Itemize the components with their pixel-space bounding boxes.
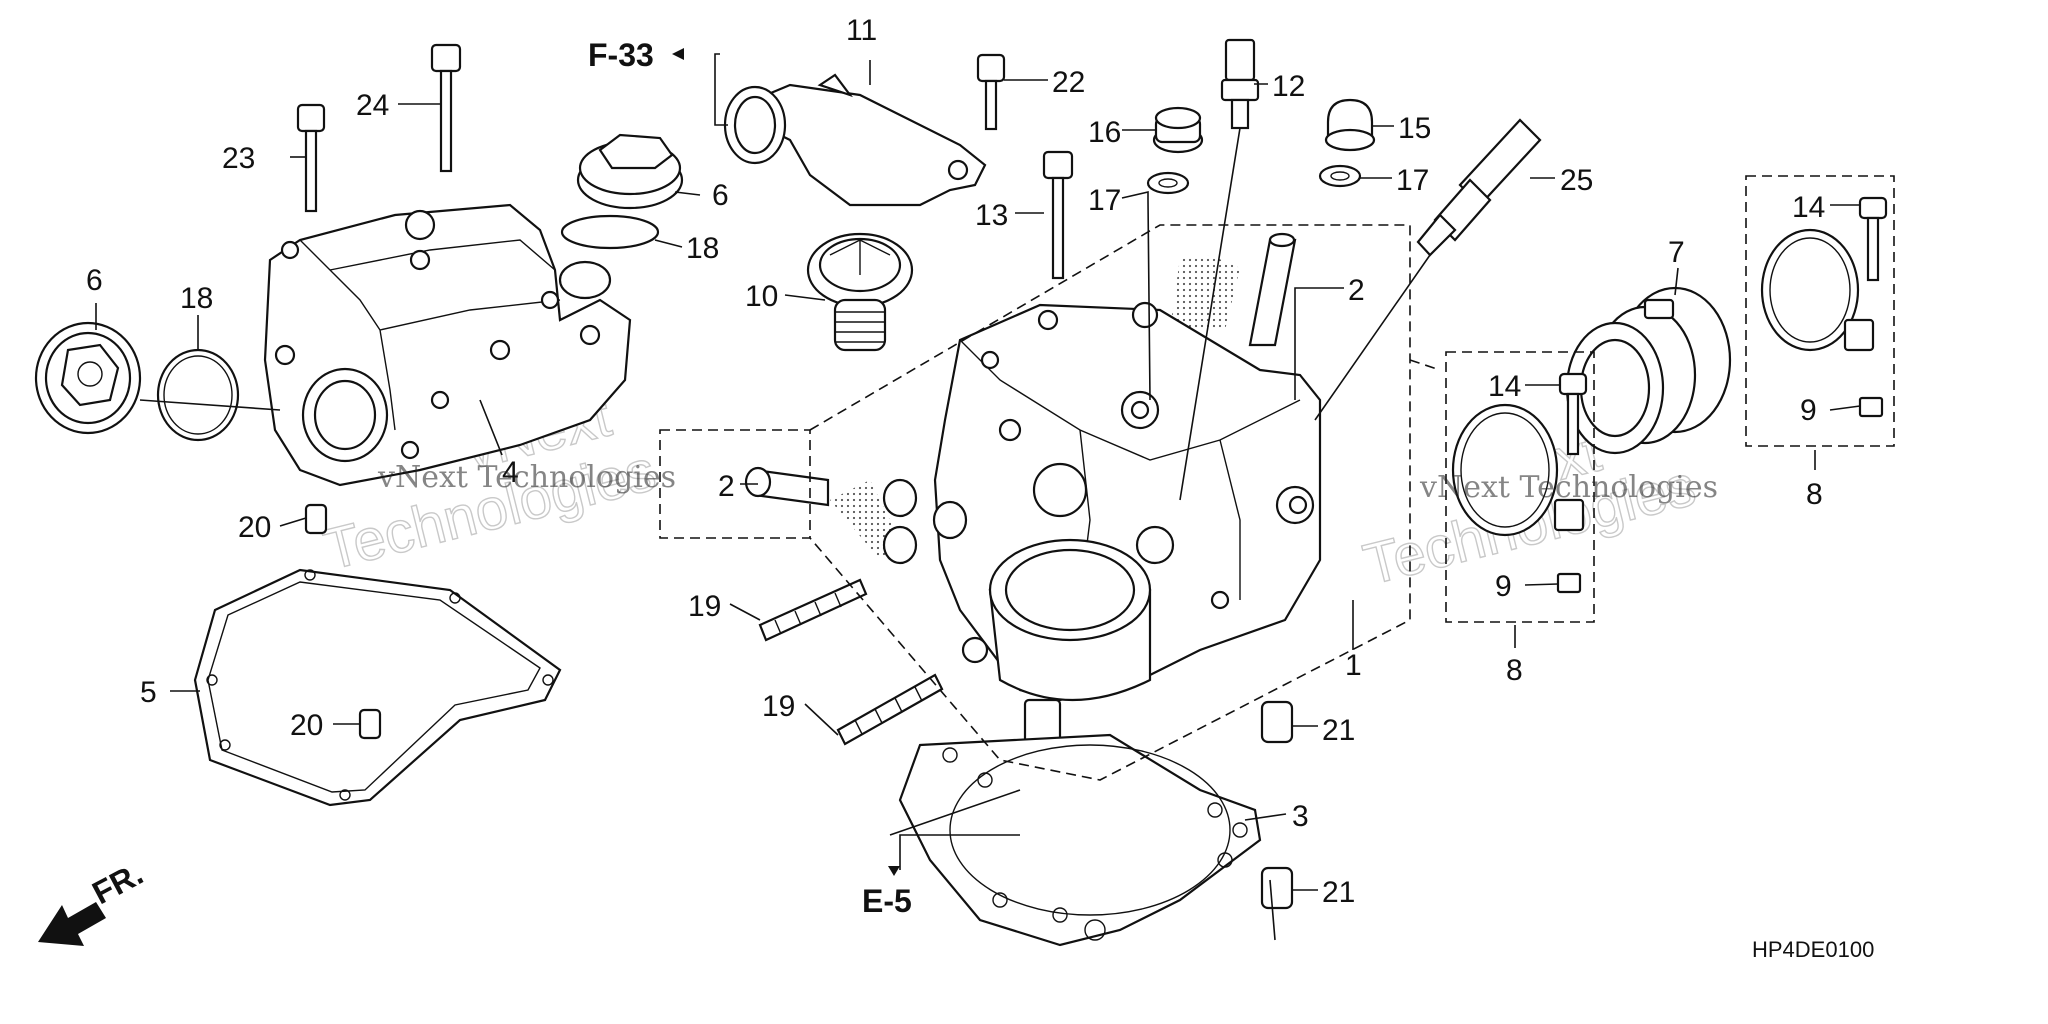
screw-14b	[1558, 372, 1588, 456]
watermark-text: vNext Technologies	[1419, 470, 1718, 505]
callout-19: 19	[688, 590, 721, 623]
cap-nut-15	[1324, 98, 1376, 152]
callout-8: 8	[1506, 654, 1523, 687]
stud-bolt-19b	[836, 673, 944, 746]
cylinder-head-gasket	[898, 733, 1262, 947]
cylinder-head-cover	[263, 203, 632, 487]
washer-17b	[1318, 164, 1362, 188]
reference-label-top: F-33	[588, 37, 654, 73]
diagram-code: HP4DE0100	[1752, 937, 1874, 962]
callout-21: 21	[1322, 714, 1355, 747]
callout-21: 21	[1322, 876, 1355, 909]
screw-14a	[1858, 196, 1888, 282]
nut-16	[1152, 106, 1204, 154]
callout-10: 10	[745, 280, 778, 313]
group-box-8b	[1445, 351, 1595, 623]
nut-9a	[1858, 396, 1884, 418]
dowel-tube-2b	[1248, 232, 1297, 347]
head-cover-gasket	[193, 568, 562, 807]
dowel-pin-20b	[358, 708, 382, 740]
bolt-22	[976, 53, 1006, 131]
callout-2: 2	[718, 470, 735, 503]
callout-13: 13	[975, 199, 1008, 232]
filler-cap-top	[576, 133, 684, 210]
callout-11: 11	[846, 14, 877, 47]
callout-3: 3	[1292, 800, 1309, 833]
callout-9: 9	[1495, 570, 1512, 603]
callout-14: 14	[1488, 370, 1521, 403]
callout-12: 12	[1272, 70, 1305, 103]
callout-20: 20	[238, 511, 271, 544]
bolt-13	[1042, 150, 1074, 280]
thermostat-cover	[723, 73, 987, 207]
front-arrow-icon	[38, 902, 106, 946]
reference-label-bottom: E-5	[862, 883, 912, 919]
dowel-pin-21b	[1260, 866, 1294, 910]
o-ring-top	[560, 214, 660, 250]
leader-lines	[95, 53, 1861, 941]
watermark-text: vNext Technologies	[377, 460, 676, 495]
callout-17: 17	[1396, 164, 1429, 197]
intake-insulator	[1565, 286, 1732, 455]
callout-4: 4	[502, 456, 519, 489]
nut-9b	[1556, 572, 1582, 594]
bolt-24	[430, 43, 462, 173]
temperature-sensor	[1220, 38, 1260, 130]
thermostat	[806, 232, 914, 352]
callout-22: 22	[1052, 66, 1085, 99]
callout-8: 8	[1806, 478, 1823, 511]
front-direction-indicator: FR.	[38, 855, 149, 946]
callout-23: 23	[222, 142, 255, 175]
callout-18: 18	[180, 282, 213, 315]
callout-24: 24	[356, 89, 389, 122]
callout-7: 7	[1668, 236, 1685, 269]
spark-plug	[1416, 118, 1542, 257]
callout-18: 18	[686, 232, 719, 265]
cylinder-head	[830, 255, 1322, 772]
hose-clamp-8b	[1451, 403, 1585, 537]
callouts: 6 18 23 24 6 18 4 20 5 20 11 10 22 12 16…	[86, 14, 1825, 909]
callout-2: 2	[1348, 274, 1365, 307]
callout-6: 6	[712, 179, 729, 212]
callout-5: 5	[140, 676, 157, 709]
callout-9: 9	[1800, 394, 1817, 427]
filler-cap-left	[34, 321, 142, 435]
callout-6: 6	[86, 264, 103, 297]
callout-1: 1	[1345, 649, 1362, 682]
callout-19: 19	[762, 690, 795, 723]
dowel-pin-21a	[1260, 700, 1294, 744]
dowel-pin-20a	[304, 503, 328, 535]
bolt-23	[296, 103, 326, 213]
o-ring-left-inner	[163, 355, 233, 435]
hose-clamp-8a	[1760, 228, 1875, 352]
o-ring-left	[156, 348, 240, 442]
dowel-tube-2a	[744, 466, 830, 507]
callout-16: 16	[1088, 116, 1121, 149]
assembly-dashed-outline	[659, 224, 1441, 781]
washer-17a	[1146, 171, 1190, 195]
callout-14: 14	[1792, 191, 1825, 224]
callout-20: 20	[290, 709, 323, 742]
callout-25: 25	[1560, 164, 1593, 197]
group-box-8a	[1745, 175, 1895, 447]
stud-bolt-19a	[758, 578, 868, 642]
arrow-ref-top-icon	[672, 48, 684, 60]
callout-15: 15	[1398, 112, 1431, 145]
callout-17: 17	[1088, 184, 1121, 217]
arrow-ref-bottom-icon	[888, 866, 900, 876]
